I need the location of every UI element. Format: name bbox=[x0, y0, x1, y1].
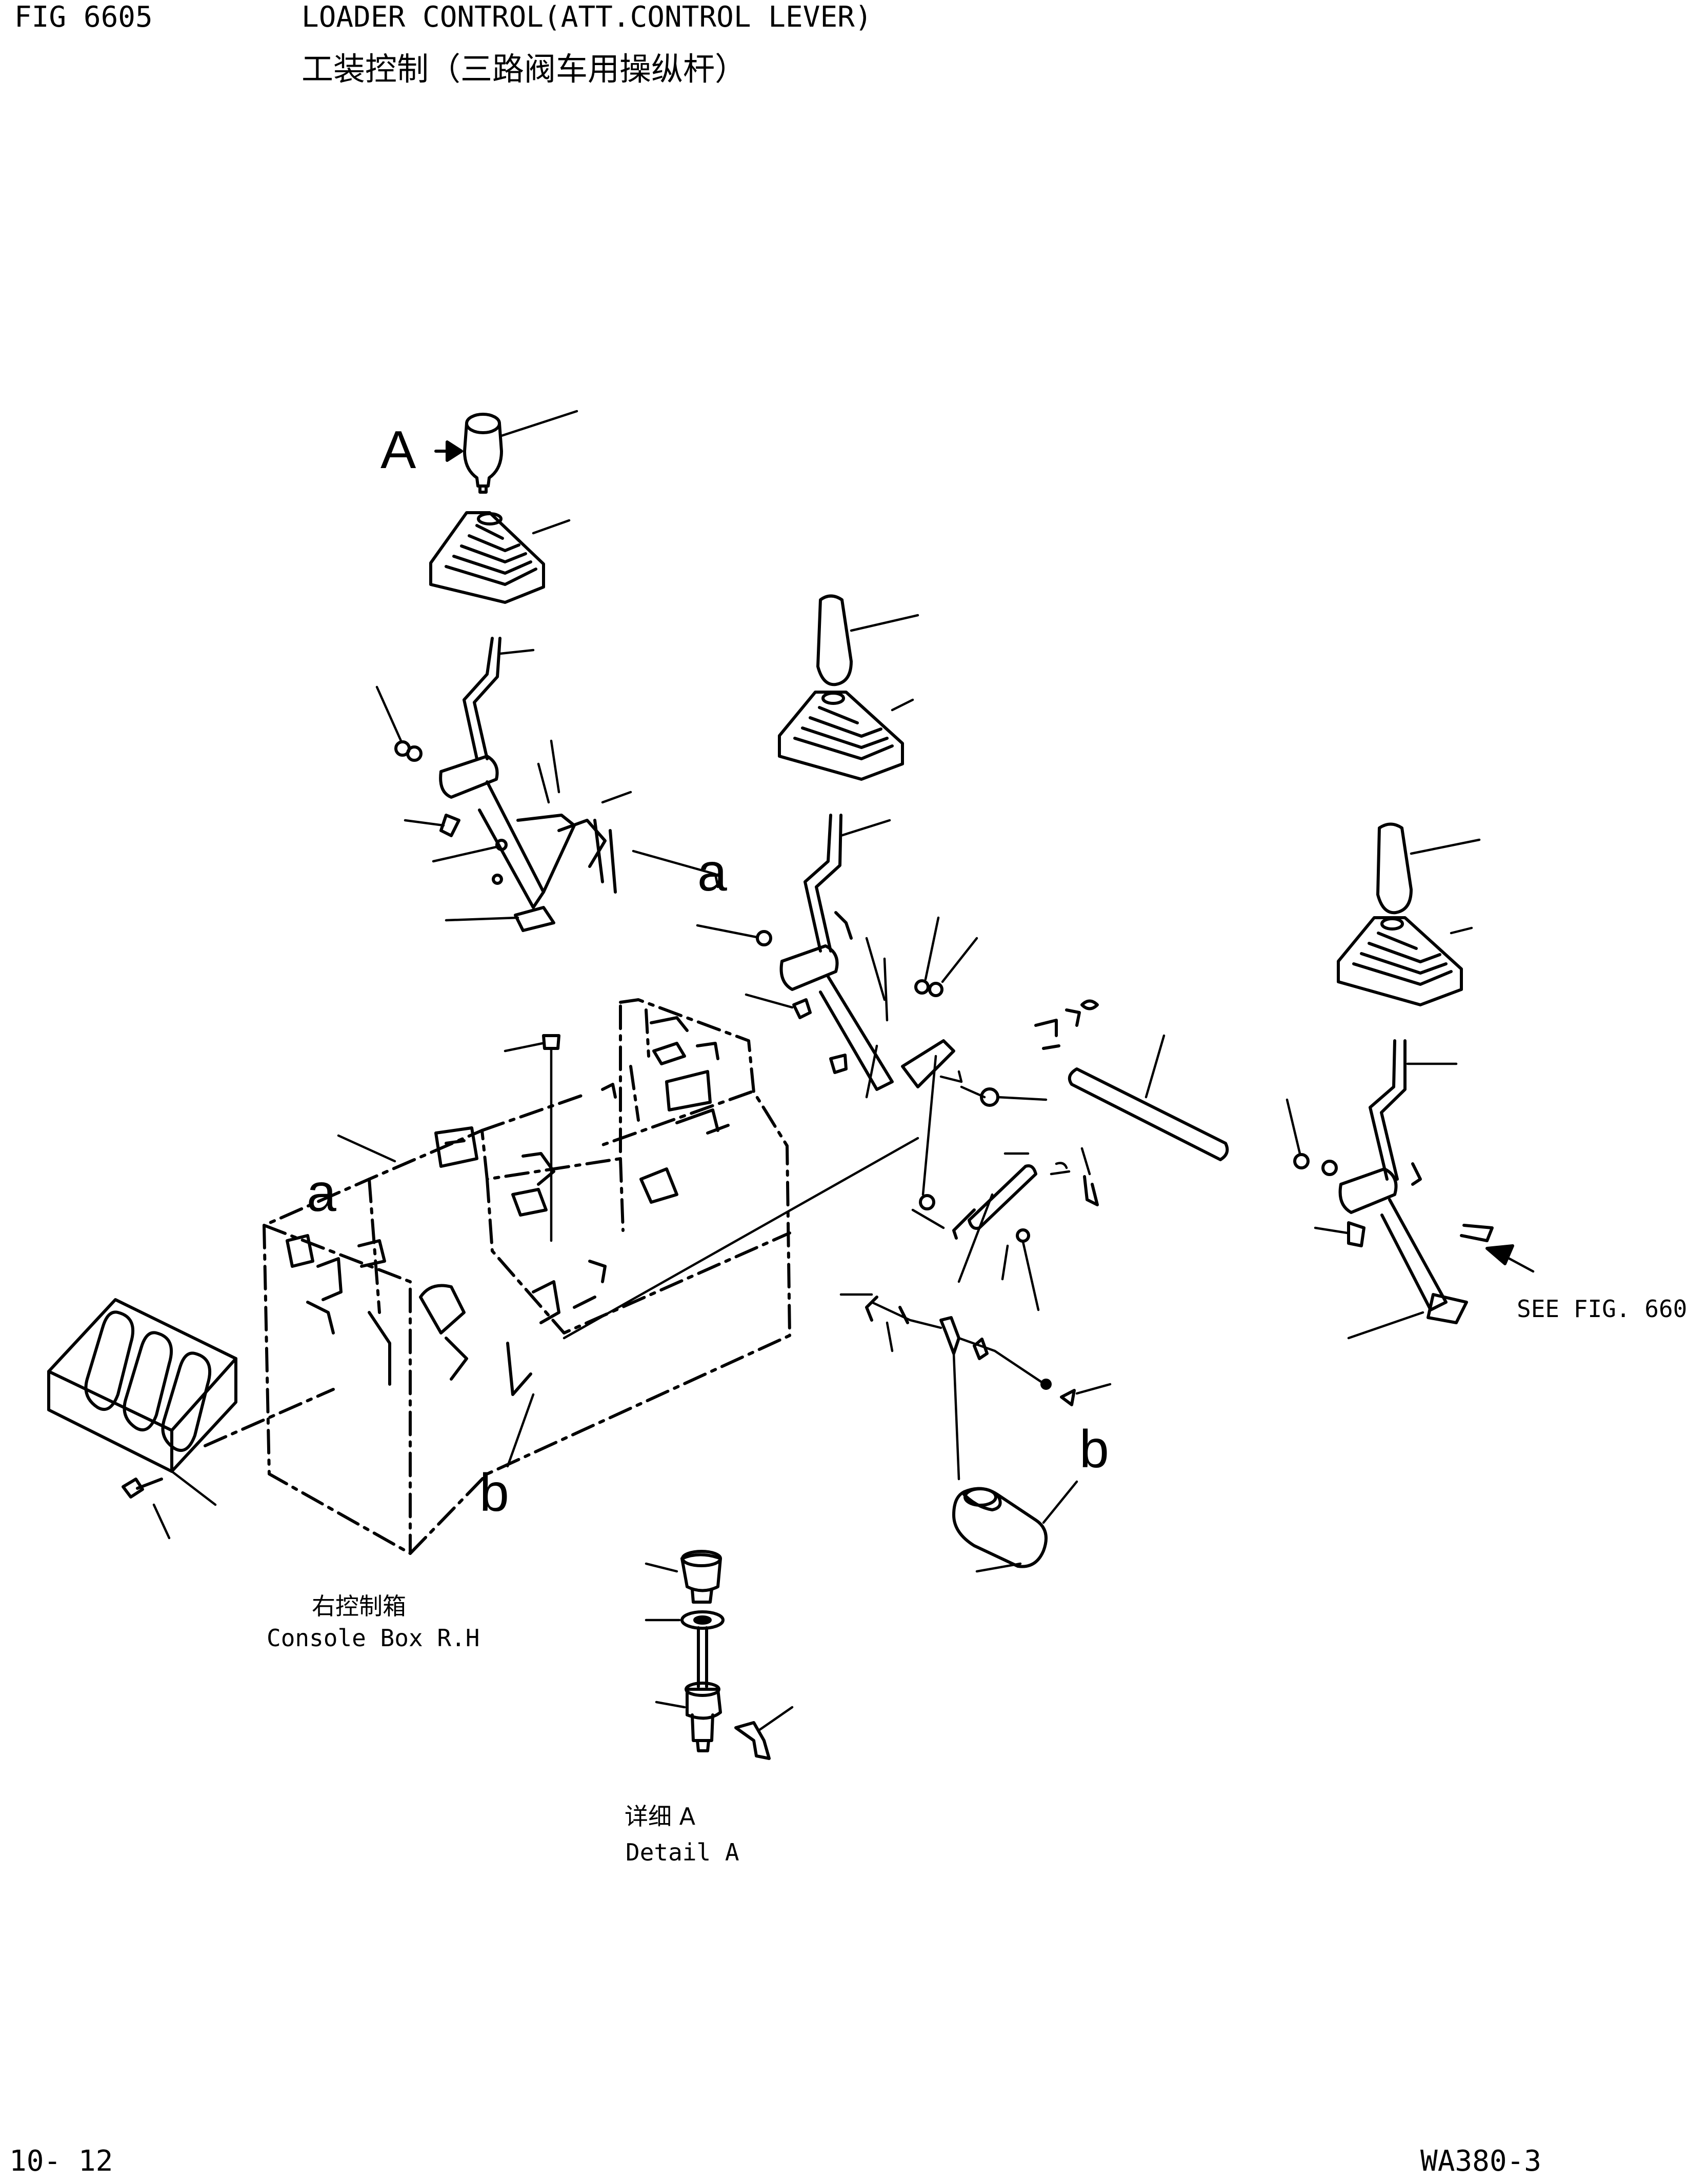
connecting-rod bbox=[1034, 999, 1229, 1161]
center-lever-boot bbox=[778, 691, 914, 781]
ref-a-top: a bbox=[697, 843, 727, 902]
detail-a-knob-exploded bbox=[645, 1550, 794, 1760]
right-lever-boot bbox=[1337, 916, 1473, 1006]
left-lever-assembly bbox=[375, 410, 719, 932]
center-lever-knob bbox=[816, 594, 919, 686]
left-lever-knob bbox=[463, 410, 578, 494]
see-figure-note: SEE FIG. 660 bbox=[1517, 1295, 1687, 1323]
console-box bbox=[263, 998, 919, 1555]
detail-a-marker: A bbox=[380, 420, 416, 480]
ref-b-console: b bbox=[479, 1463, 509, 1523]
page-number: 10- 12 bbox=[9, 2145, 113, 2178]
console-box-caption: Console Box R.H bbox=[267, 1624, 480, 1652]
right-lever-knob bbox=[1376, 822, 1481, 915]
detail-a-caption-cn: 详细 A bbox=[625, 1803, 696, 1830]
figure-number: FIG 6605 bbox=[14, 1, 153, 34]
damper-cylinder bbox=[952, 1480, 1078, 1573]
ref-b-valve: b bbox=[1079, 1420, 1109, 1479]
console-cover-plate bbox=[47, 1298, 335, 1540]
left-lever-boot bbox=[429, 511, 571, 604]
figure-title-chinese: 工装控制（三路阀车用操纵杆） bbox=[302, 50, 747, 88]
lower-linkage bbox=[839, 1147, 1112, 1573]
detail-a-caption: Detail A bbox=[626, 1838, 739, 1866]
model-number: WA380-3 bbox=[1420, 2145, 1542, 2178]
console-box-caption-cn: 右控制箱 bbox=[312, 1592, 406, 1620]
right-lever-assembly bbox=[1286, 822, 1535, 1340]
figure-title: LOADER CONTROL(ATT.CONTROL LEVER) bbox=[302, 1, 872, 34]
ref-a-console: a bbox=[307, 1163, 336, 1223]
center-lever-assembly bbox=[696, 594, 1048, 1196]
